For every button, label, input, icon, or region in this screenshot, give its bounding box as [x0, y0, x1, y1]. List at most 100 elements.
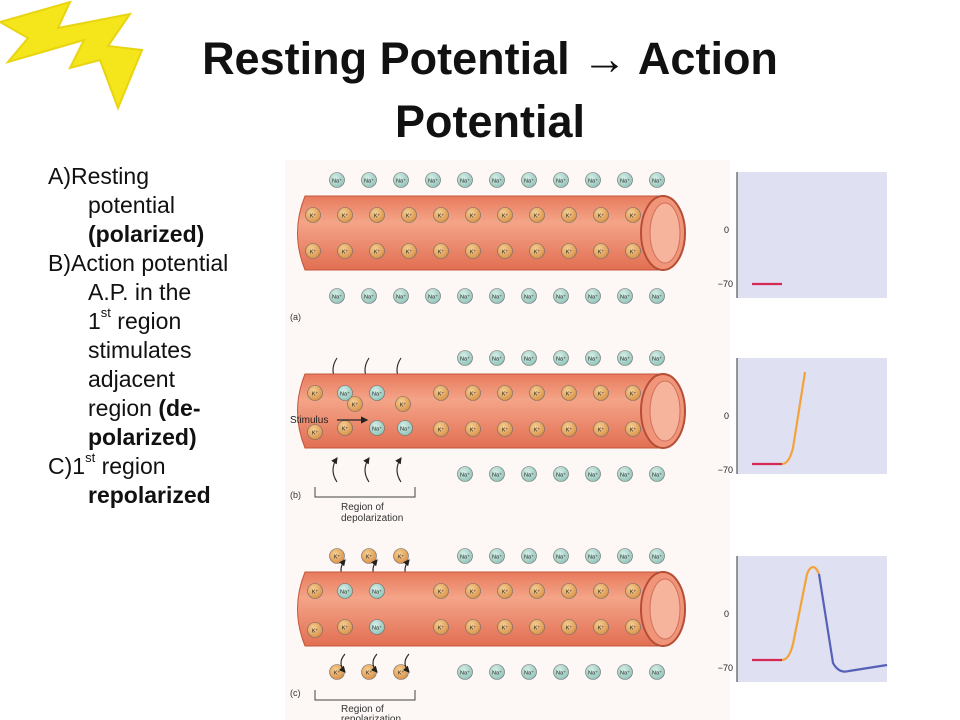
outline-text: A)Resting potential (polarized) B)Action…: [48, 162, 308, 510]
svg-text:K⁺: K⁺: [398, 554, 405, 561]
k-ion-c-out-2: K⁺: [393, 548, 409, 564]
svg-text:Na⁺: Na⁺: [372, 589, 382, 596]
svg-text:K⁺: K⁺: [470, 213, 477, 220]
svg-text:K⁺: K⁺: [438, 391, 445, 398]
axon-a: [297, 195, 686, 271]
svg-text:Na⁺: Na⁺: [524, 178, 534, 185]
graphB-background: [737, 358, 887, 474]
graph-a: 0−70: [718, 172, 887, 298]
k-ion-b-upper-3: K⁺: [529, 385, 545, 401]
svg-text:K⁺: K⁺: [334, 554, 341, 561]
svg-text:K⁺: K⁺: [312, 430, 319, 437]
k-ion-a-lower-3: K⁺: [401, 243, 417, 259]
repolarization-bracket: [314, 690, 416, 701]
k-ion-c-lower-4: K⁺: [561, 619, 577, 635]
svg-text:K⁺: K⁺: [312, 589, 319, 596]
svg-text:K⁺: K⁺: [310, 213, 317, 220]
k-ion-c-upper-0: K⁺: [433, 583, 449, 599]
na-ion-bottom-b-10: Na⁺: [649, 466, 665, 482]
svg-text:K⁺: K⁺: [438, 249, 445, 256]
svg-text:Na⁺: Na⁺: [460, 356, 470, 363]
svg-text:Na⁺: Na⁺: [556, 294, 566, 301]
svg-text:K⁺: K⁺: [334, 670, 341, 677]
axon-c: [297, 571, 686, 647]
graphB-tick-0: 0: [724, 411, 729, 421]
svg-text:Na⁺: Na⁺: [492, 178, 502, 185]
na-ion-top-c-4: Na⁺: [457, 548, 473, 564]
svg-text:K⁺: K⁺: [470, 427, 477, 434]
svg-text:Na⁺: Na⁺: [652, 554, 662, 561]
panel-a: Na⁺Na⁺Na⁺Na⁺Na⁺Na⁺Na⁺Na⁺Na⁺Na⁺Na⁺K⁺K⁺K⁺K…: [297, 172, 686, 304]
svg-text:K⁺: K⁺: [566, 391, 573, 398]
repolarization-label-1: Region of: [341, 704, 384, 715]
na-ion-top-b-9: Na⁺: [617, 350, 633, 366]
k-ion-b-lower-5: K⁺: [593, 421, 609, 437]
k-ion-a-upper-10: K⁺: [625, 207, 641, 223]
k-ion-c-upper-5: K⁺: [593, 583, 609, 599]
svg-text:Na⁺: Na⁺: [428, 294, 438, 301]
svg-text:Na⁺: Na⁺: [652, 356, 662, 363]
na-ion-top-b-7: Na⁺: [553, 350, 569, 366]
outline-item-c: C)1st region: [48, 450, 166, 480]
svg-text:K⁺: K⁺: [406, 213, 413, 220]
k-ion-a-upper-7: K⁺: [529, 207, 545, 223]
svg-text:Na⁺: Na⁺: [428, 178, 438, 185]
svg-text:Na⁺: Na⁺: [524, 472, 534, 479]
graphC-tick-0: 0: [724, 609, 729, 619]
na-ion-bottom-b-6: Na⁺: [521, 466, 537, 482]
svg-text:K⁺: K⁺: [566, 213, 573, 220]
svg-text:Na⁺: Na⁺: [556, 670, 566, 677]
svg-text:Na⁺: Na⁺: [620, 554, 630, 561]
svg-text:Na⁺: Na⁺: [524, 356, 534, 363]
k-ion-a-lower-1: K⁺: [337, 243, 353, 259]
depolarization-trace-b: [781, 371, 807, 466]
na-ion-top-c-6: Na⁺: [521, 548, 537, 564]
svg-text:Na⁺: Na⁺: [620, 472, 630, 479]
svg-text:Na⁺: Na⁺: [620, 670, 630, 677]
k-ion-b-upper-4: K⁺: [561, 385, 577, 401]
k-ion-a-upper-0: K⁺: [305, 207, 321, 223]
outline-b-line-6: region (de-: [88, 395, 201, 421]
k-ion-a-upper-4: K⁺: [433, 207, 449, 223]
svg-text:K⁺: K⁺: [310, 249, 317, 256]
na-ion-top-a-10: Na⁺: [649, 172, 665, 188]
svg-text:K⁺: K⁺: [534, 589, 541, 596]
na-ion-top-a-3: Na⁺: [425, 172, 441, 188]
svg-text:K⁺: K⁺: [630, 391, 637, 398]
svg-text:K⁺: K⁺: [630, 625, 637, 632]
svg-text:K⁺: K⁺: [374, 213, 381, 220]
na-ion-b-in-1: Na⁺: [337, 385, 353, 401]
k-efflux-arrow-5: [370, 653, 378, 673]
k-ion-a-lower-2: K⁺: [369, 243, 385, 259]
svg-text:Na⁺: Na⁺: [652, 472, 662, 479]
svg-text:K⁺: K⁺: [398, 670, 405, 677]
na-ion-top-b-8: Na⁺: [585, 350, 601, 366]
na-ion-c-in-1: Na⁺: [337, 583, 353, 599]
na-ion-bottom-a-6: Na⁺: [521, 288, 537, 304]
na-ion-bottom-c-7: Na⁺: [553, 664, 569, 680]
graphA-background: [737, 172, 887, 298]
svg-text:K⁺: K⁺: [502, 213, 509, 220]
na-ion-bottom-c-10: Na⁺: [649, 664, 665, 680]
k-ion-b-lower-1: K⁺: [465, 421, 481, 437]
svg-text:Na⁺: Na⁺: [652, 178, 662, 185]
k-ion-b-4: K⁺: [307, 424, 323, 440]
svg-text:Na⁺: Na⁺: [588, 472, 598, 479]
na-ion-top-a-2: Na⁺: [393, 172, 409, 188]
svg-text:Na⁺: Na⁺: [460, 670, 470, 677]
svg-text:Na⁺: Na⁺: [400, 426, 410, 433]
k-ion-a-upper-8: K⁺: [561, 207, 577, 223]
outline-b-line-4: stimulates: [88, 337, 192, 363]
svg-text:Na⁺: Na⁺: [332, 294, 342, 301]
k-efflux-arrow-4: [338, 653, 346, 673]
svg-text:Na⁺: Na⁺: [588, 670, 598, 677]
graph-b: 0−70: [718, 358, 887, 475]
svg-text:K⁺: K⁺: [598, 249, 605, 256]
svg-text:K⁺: K⁺: [598, 589, 605, 596]
svg-text:Na⁺: Na⁺: [652, 294, 662, 301]
svg-text:K⁺: K⁺: [598, 391, 605, 398]
svg-text:Na⁺: Na⁺: [588, 356, 598, 363]
na-ion-b-in-3: Na⁺: [369, 420, 385, 436]
na-ion-top-c-7: Na⁺: [553, 548, 569, 564]
na-ion-bottom-b-5: Na⁺: [489, 466, 505, 482]
